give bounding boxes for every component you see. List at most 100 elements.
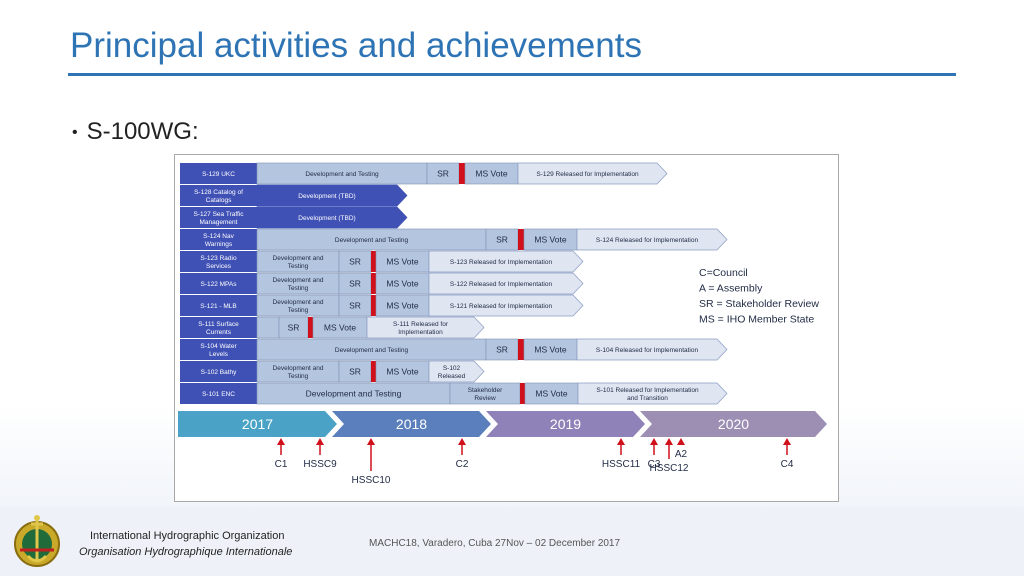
phase-bar	[256, 316, 280, 339]
phase-text: S-123 Released for Implementation	[450, 259, 553, 266]
red-marker	[371, 361, 376, 382]
phase-text: S-122 Released for Implementation	[450, 281, 553, 288]
year-label: 2019	[550, 416, 581, 432]
phase-text: MS Vote	[535, 388, 567, 398]
legend-line: SR = Stakeholder Review	[699, 298, 819, 310]
row-label-box	[180, 339, 257, 360]
release-arrow	[428, 250, 584, 273]
phase-text: MS Vote	[534, 234, 566, 244]
bullet-item: •S-100WG:	[72, 118, 199, 146]
phase-text: SR	[349, 300, 361, 310]
footer-band	[0, 507, 1024, 576]
release-arrow	[428, 360, 485, 383]
phase-text: Development and Testing	[335, 237, 409, 244]
year-arrow	[178, 411, 337, 437]
slide-title: Principal activities and achievements	[70, 26, 642, 65]
row-label-box	[180, 361, 257, 382]
phase-text: SR	[496, 344, 508, 354]
milestone-label: C4	[781, 459, 794, 470]
red-marker	[371, 251, 376, 272]
row-label-box	[180, 229, 257, 250]
phase-text: MS Vote	[475, 168, 507, 178]
milestone-label: C3	[648, 459, 661, 470]
year-label: 2017	[242, 416, 273, 432]
release-arrow	[577, 382, 728, 405]
row-label: S-129 UKC	[202, 171, 235, 178]
red-marker	[459, 163, 465, 184]
phase-text: SR	[437, 168, 449, 178]
phase-text: MS Vote	[386, 366, 418, 376]
phase-text: Development and Testing	[305, 171, 379, 178]
row-label-box	[180, 251, 257, 272]
release-arrow	[428, 294, 584, 317]
phase-text: SR	[288, 322, 300, 332]
row-label-box	[180, 207, 257, 228]
milestone-arrowhead	[316, 438, 324, 445]
milestone-arrowhead	[783, 438, 791, 445]
milestone-arrowhead	[665, 438, 673, 445]
milestone-label: HSSC10	[352, 475, 391, 486]
year-label: 2020	[718, 416, 749, 432]
milestone-label: HSSC9	[303, 459, 337, 470]
milestone-label: HSSC12	[650, 463, 689, 474]
milestone-arrowhead	[277, 438, 285, 445]
phase-text: MS Vote	[324, 322, 356, 332]
phase-text: SR	[349, 366, 361, 376]
year-arrow	[332, 411, 491, 437]
phase-text: S-124 Released for Implementation	[596, 237, 699, 244]
phase-text: MS Vote	[386, 278, 418, 288]
milestone-arrowhead	[458, 438, 466, 445]
org-name-fr: Organisation Hydrographique Internationa…	[79, 546, 293, 558]
milestone-arrowhead	[650, 438, 658, 445]
phase-text: MS Vote	[386, 300, 418, 310]
phase-text: Development and Testing	[306, 388, 402, 398]
phase-text: SR	[349, 278, 361, 288]
row-label-box	[180, 185, 257, 206]
phase-text: S-104 Released for Implementation	[596, 347, 699, 354]
phase-text: Development (TBD)	[298, 215, 355, 222]
red-marker	[520, 383, 525, 404]
release-arrow	[517, 162, 668, 185]
release-arrow	[256, 206, 408, 229]
bullet-icon: •	[72, 123, 78, 141]
row-label-box	[180, 383, 257, 404]
row-label-box	[180, 273, 257, 294]
phase-text: Development and Testing	[335, 347, 409, 354]
title-underline	[68, 73, 956, 76]
phase-text: MS Vote	[534, 344, 566, 354]
legend-line: C=Council	[699, 267, 748, 279]
milestone-label: C2	[456, 459, 469, 470]
milestone-arrowhead	[617, 438, 625, 445]
phase-text: S-121 Released for Implementation	[450, 303, 553, 310]
row-label: S-122 MPAs	[200, 281, 237, 288]
legend-line: MS = IHO Member State	[699, 314, 814, 326]
phase-text: SR	[349, 256, 361, 266]
milestone-label: C1	[275, 459, 288, 470]
row-label-box	[180, 317, 257, 338]
milestone-label: HSSC11	[602, 459, 641, 470]
milestone-label: A2	[675, 449, 688, 460]
year-arrow	[640, 411, 827, 437]
org-name-en: International Hydrographic Organization	[90, 530, 285, 542]
year-arrow	[486, 411, 645, 437]
milestone-arrowhead	[367, 438, 375, 445]
milestone-arrowhead	[677, 438, 685, 445]
release-arrow	[428, 272, 584, 295]
row-label: S-101 ENC	[202, 391, 235, 398]
phase-text: Development (TBD)	[298, 193, 355, 200]
iho-logo-icon	[14, 515, 60, 567]
